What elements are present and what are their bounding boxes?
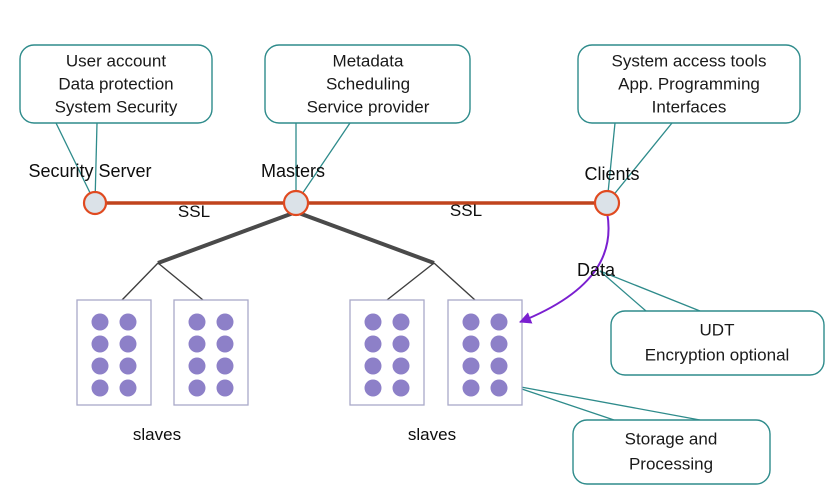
callout-box <box>577 44 801 124</box>
slave-dot <box>91 357 109 375</box>
node-circle[interactable] <box>593 189 621 217</box>
slave-dot <box>490 379 508 397</box>
callout-line: Processing <box>629 454 713 473</box>
edge-label-ssl-right: SSL <box>450 201 482 220</box>
tail-clients-a <box>606 122 616 204</box>
slave-dot <box>364 335 382 353</box>
slaves-label: slaves <box>133 425 181 444</box>
callout-udt: UDT Encryption optional <box>610 310 825 376</box>
slave-dot <box>119 335 137 353</box>
slave-dot <box>392 313 410 331</box>
slave-dot <box>364 379 382 397</box>
callout-line: App. Programming <box>618 74 760 93</box>
callout-line: Encryption optional <box>645 345 790 364</box>
tree-edge-thick-right <box>295 210 435 265</box>
slave-dot <box>392 335 410 353</box>
callout-line: System Security <box>55 97 178 116</box>
slave-dot <box>216 357 234 375</box>
node-circle[interactable] <box>82 190 108 216</box>
slave-dot <box>188 357 206 375</box>
slave-dot <box>490 335 508 353</box>
slave-box <box>447 299 523 406</box>
callout-box <box>264 44 471 124</box>
callout-masters: Metadata Scheduling Service provider <box>264 44 471 124</box>
slave-dot <box>392 357 410 375</box>
slave-box-rect <box>447 299 523 406</box>
edge-label-ssl-left: SSL <box>178 202 210 221</box>
tail-storage-a <box>509 384 701 421</box>
slave-box <box>349 299 425 406</box>
callout-line: Interfaces <box>652 97 727 116</box>
slaves-label: slaves <box>408 425 456 444</box>
tree-edge-thin-2 <box>157 262 204 301</box>
tail-udt-a <box>599 270 701 312</box>
callout-tails <box>55 122 701 421</box>
slave-dot <box>91 313 109 331</box>
slave-dot <box>392 379 410 397</box>
callout-line: Scheduling <box>326 74 410 93</box>
callout-clients: System access tools App. Programming Int… <box>577 44 801 124</box>
callout-line: Service provider <box>307 97 430 116</box>
slave-dot <box>216 335 234 353</box>
slave-dot <box>216 313 234 331</box>
callout-line: Data protection <box>58 74 173 93</box>
slave-dot <box>119 357 137 375</box>
slave-box <box>173 299 249 406</box>
slave-dot <box>364 357 382 375</box>
node-security-server[interactable] <box>82 190 108 216</box>
tree-edge-thin-3 <box>386 262 435 301</box>
slave-dot <box>188 313 206 331</box>
data-label: Data <box>577 260 616 280</box>
tree-edge-thin-1 <box>121 262 159 301</box>
node-clients[interactable] <box>593 189 621 217</box>
slave-box-rect <box>349 299 425 406</box>
tail-storage-b <box>509 384 615 421</box>
callout-line: User account <box>66 51 166 70</box>
slave-box <box>76 299 152 406</box>
slave-dot <box>119 379 137 397</box>
node-circle[interactable] <box>282 189 310 217</box>
slave-dot <box>490 313 508 331</box>
tail-udt-b <box>599 270 647 312</box>
node-label-clients: Clients <box>584 164 639 184</box>
tail-clients-b <box>606 122 673 204</box>
node-label-security-server: Security Server <box>28 161 151 181</box>
slave-dot <box>462 313 480 331</box>
slave-dot <box>462 379 480 397</box>
slave-dot <box>91 335 109 353</box>
slave-dot <box>119 313 137 331</box>
tree-edge-thick-left <box>157 210 297 265</box>
callout-box <box>572 419 771 485</box>
callout-box <box>19 44 213 124</box>
tail-security-a <box>55 122 96 204</box>
slave-dot <box>91 379 109 397</box>
slave-group-right: slaves <box>349 299 523 444</box>
tail-masters-b <box>295 122 351 204</box>
node-masters[interactable] <box>282 189 310 217</box>
callout-line: Storage and <box>625 429 718 448</box>
slave-dot <box>188 379 206 397</box>
tree-edge-thin-4 <box>433 262 476 301</box>
node-label-masters: Masters <box>261 161 325 181</box>
data-flow-arrow <box>519 211 610 324</box>
slave-dot <box>364 313 382 331</box>
callout-storage: Storage and Processing <box>572 419 771 485</box>
callout-line: Metadata <box>333 51 404 70</box>
slave-dot <box>490 357 508 375</box>
callout-box <box>610 310 825 376</box>
tree-edges <box>121 210 476 301</box>
slave-dot <box>462 335 480 353</box>
slave-group-left: slaves <box>76 299 249 444</box>
tail-security-b <box>94 122 98 204</box>
slave-dot <box>216 379 234 397</box>
slave-box-rect <box>173 299 249 406</box>
slave-dot <box>462 357 480 375</box>
callout-line: System access tools <box>612 51 767 70</box>
slave-dot <box>188 335 206 353</box>
callout-security-server: User account Data protection System Secu… <box>19 44 213 124</box>
slave-box-rect <box>76 299 152 406</box>
callout-line: UDT <box>700 320 735 339</box>
